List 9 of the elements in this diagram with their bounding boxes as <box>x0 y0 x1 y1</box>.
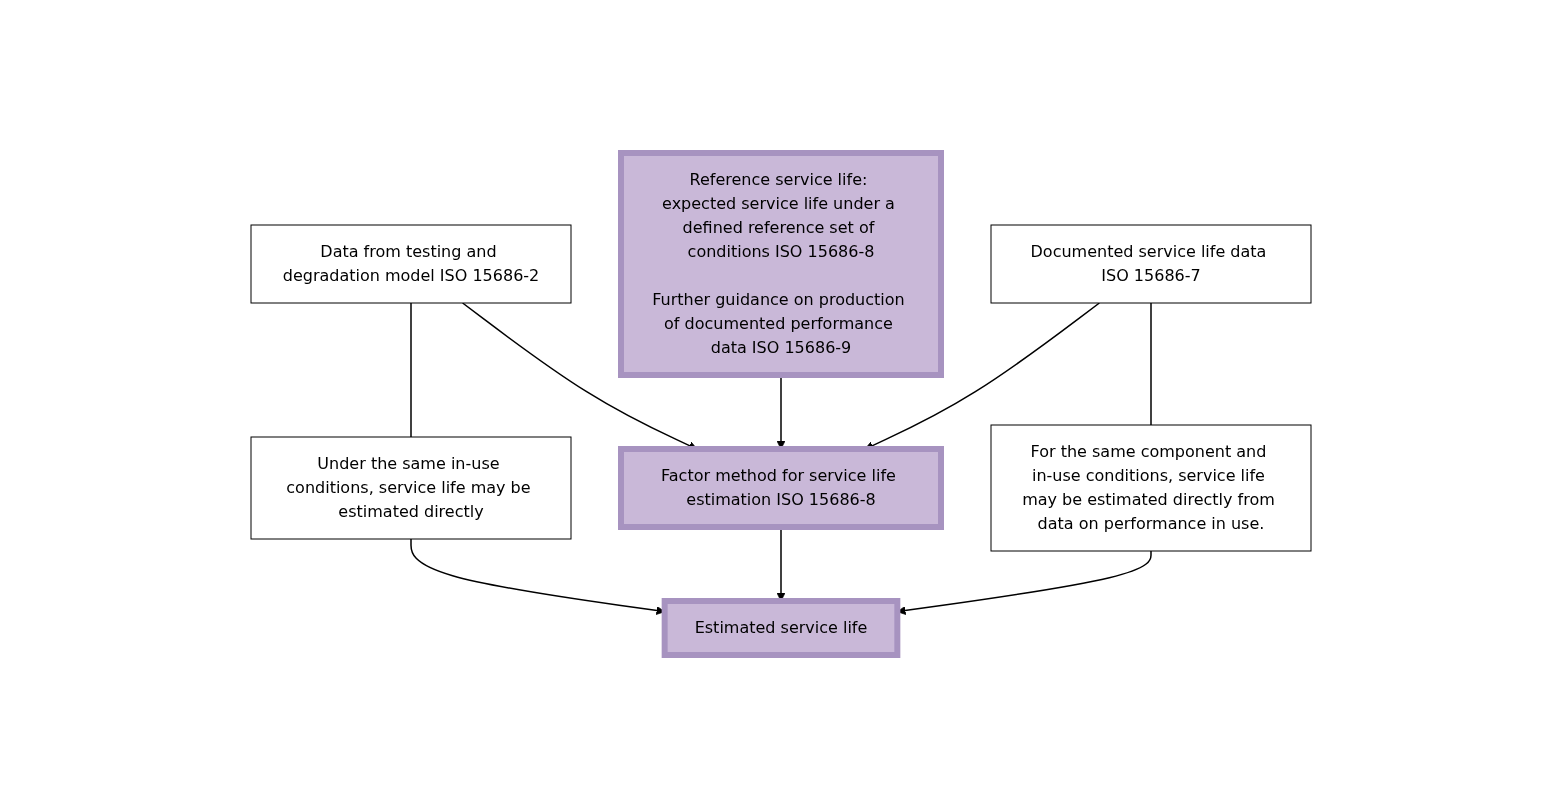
connector <box>410 301 412 438</box>
node-box: Factor method for service life estimation ISO 15686-8 <box>618 445 944 530</box>
node-box: For the same component and in-use conditions, service life may be estimated directly from data on performance in use. <box>990 424 1312 551</box>
node-box: Data from testing and degradation model ISO 15686-2 <box>250 224 572 303</box>
node-box: Documented service life data ISO 15686-7 <box>990 224 1312 303</box>
node-box: Reference service life: expected service life under a defined reference set of conditions ISO 15686-8 Further guidance on production of documented performance data ISO 15686-9 <box>618 149 944 378</box>
node-box: Estimated service life <box>661 597 901 658</box>
connector <box>1150 301 1152 426</box>
node-box: Under the same in-use conditions, service life may be estimated directly <box>250 436 572 539</box>
